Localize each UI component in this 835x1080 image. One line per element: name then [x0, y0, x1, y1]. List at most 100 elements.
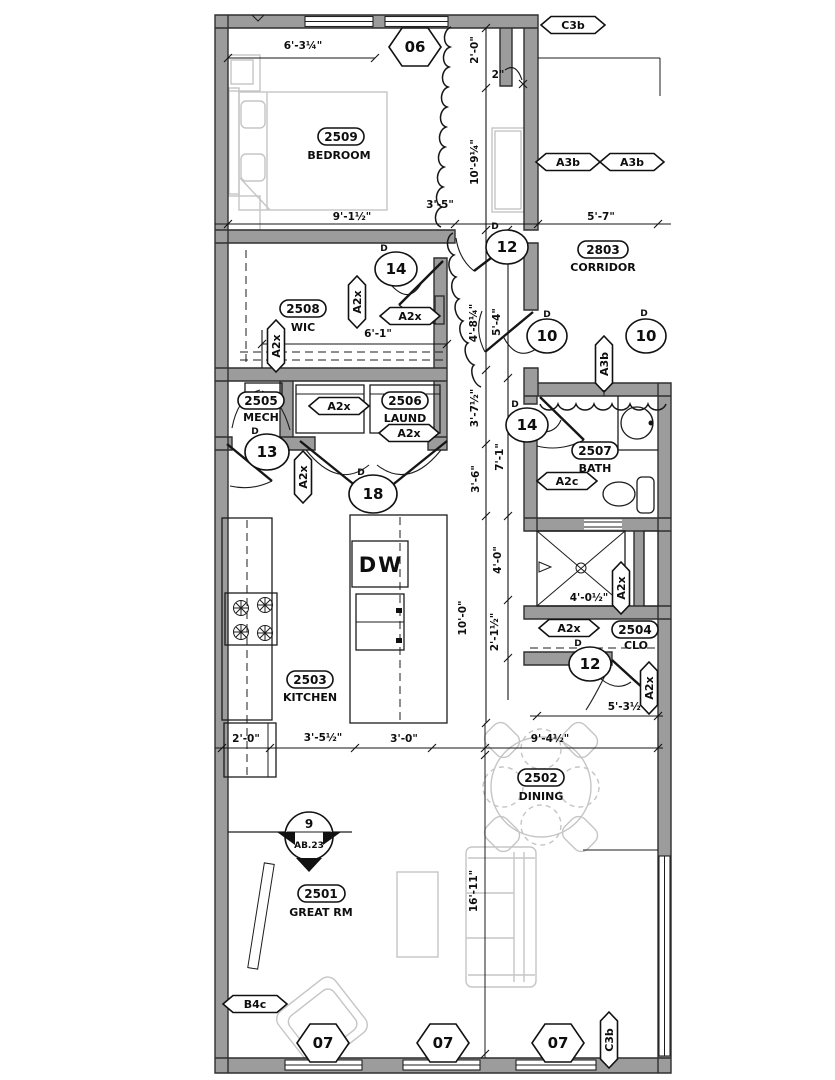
pillow	[240, 153, 266, 182]
room-name-kitchen: KITCHEN	[283, 691, 337, 704]
window-tag-07: 07	[433, 1034, 454, 1052]
room-name-bedroom: BEDROOM	[307, 149, 370, 162]
door-tag-prefix: D	[574, 639, 581, 649]
room-number-laundry: 2506	[388, 394, 421, 408]
door-tag-prefix: D	[511, 400, 518, 410]
door-leaf-10	[484, 311, 534, 353]
refrigerator	[223, 722, 277, 778]
room-number-dining: 2502	[524, 771, 557, 785]
dim-great-room-length: 16'-11"	[468, 870, 480, 912]
wall-tag-a2x: A2x	[398, 310, 421, 323]
shower-head	[538, 561, 553, 573]
door-leaf-14-wic	[398, 260, 444, 306]
dim-wall-offset: 2"	[492, 69, 505, 81]
tv	[247, 862, 275, 970]
room-number-great-room: 2501	[304, 887, 337, 901]
break-lines	[434, 26, 667, 411]
linen-niche	[643, 530, 659, 607]
door-jamb	[434, 295, 445, 325]
dim-corridor-width: 5'-7"	[587, 211, 615, 223]
reference-lines	[484, 57, 661, 1058]
dim-hall-3: 3'-7½"	[469, 389, 481, 428]
walls	[214, 14, 672, 1074]
room-number-bedroom: 2509	[324, 130, 357, 144]
wall-tag-a2x: A2x	[615, 576, 628, 599]
room-name-mech: MECH	[243, 411, 279, 424]
door-tag-13-mech: 13	[257, 443, 278, 461]
dim-shower: 4'-0½"	[570, 592, 609, 604]
room-name-laundry: LAUND	[384, 412, 426, 425]
wall-tag-a2c: A2c	[556, 475, 579, 488]
wall-tag-a3b: A3b	[598, 352, 611, 376]
wall-tag-c3b: C3b	[603, 1028, 616, 1052]
room-number-closet: 2504	[618, 623, 651, 637]
wall-tag-a2x: A2x	[643, 676, 656, 699]
dim-bedroom-length: 10'-9¼"	[469, 139, 481, 185]
dresser	[491, 127, 525, 213]
wic-interior	[240, 250, 447, 366]
door-tag-18-laundry: 18	[363, 485, 384, 503]
door-tags: 12 D 14 D 10 D 10 D 14 D 13 D 18 D 12 D	[244, 222, 667, 682]
stove	[224, 592, 278, 646]
room-name-great-room: GREAT RM	[289, 906, 352, 919]
pillow	[240, 100, 266, 129]
dim-kitchen-2: 3'-5½"	[304, 732, 343, 744]
room-name-corridor: CORRIDOR	[570, 261, 636, 274]
window-tag-07: 07	[313, 1034, 334, 1052]
room-number-bath: 2507	[578, 444, 611, 458]
dishwasher	[351, 540, 409, 588]
bed	[238, 91, 388, 211]
dim-hall-8: 2'-1½"	[489, 613, 501, 652]
section-sheet: AB.23	[294, 841, 324, 851]
stove-burners	[233, 597, 273, 641]
wall-tag-a2x: A2x	[270, 334, 283, 357]
dim-kitchen-1: 2'-0"	[232, 733, 260, 745]
dim-wic-width: 6'-1"	[364, 328, 392, 340]
window-tag-07: 07	[548, 1034, 569, 1052]
door-tag-prefix: D	[543, 310, 550, 320]
door-leaf-18b	[384, 440, 448, 492]
faucet	[648, 420, 654, 426]
door-tag-prefix: D	[380, 244, 387, 254]
kitchen-island	[349, 514, 448, 724]
door-tag-10-right: 10	[636, 327, 657, 345]
wall-tag-a2x: A2x	[297, 465, 310, 488]
dining-chair	[483, 815, 521, 853]
door-leaf-18a	[299, 440, 363, 492]
wall-tag-a3b: A3b	[620, 156, 644, 169]
room-number-wic: 2508	[286, 302, 319, 316]
window-tag-06: 06	[405, 38, 426, 56]
door-leaf-14-bath	[539, 396, 585, 441]
toilet-tank	[636, 476, 655, 514]
door-tag-prefix: D	[357, 468, 364, 478]
sofa	[465, 846, 537, 988]
wall-tag-a2x: A2x	[351, 290, 364, 313]
door-tag-10-left: 10	[537, 327, 558, 345]
dim-dining-width: 9'-4½"	[531, 733, 570, 745]
room-number-corridor: 2803	[586, 243, 619, 257]
wall-tag-a3b: A3b	[556, 156, 580, 169]
dimensions: 6'-3¼" 2'-0" 2" 10'-9¼" 3'-5" 9'-1½" 5'-…	[215, 23, 671, 1059]
room-name-dining: DINING	[519, 790, 564, 803]
dining-furniture	[482, 721, 600, 853]
dim-hall-1: 4'-8¼"	[468, 304, 480, 343]
dim-hall-7: 10'-0"	[457, 601, 469, 636]
door-tag-prefix: D	[640, 309, 647, 319]
bedroom-furniture	[225, 54, 525, 231]
wall-type-tags: C3b A3b A3b A3b A2x A2x A2x A2x A2x A2x …	[221, 15, 666, 1070]
dim-hall-2: 5'-4"	[491, 308, 503, 336]
dining-chair	[561, 721, 599, 759]
dim-opening: 3'-5"	[426, 199, 454, 211]
leader-2in	[504, 67, 528, 89]
windows	[284, 15, 671, 1071]
door-tag-prefix: D	[251, 427, 258, 437]
dim-hall-4: 7'-1"	[494, 443, 506, 471]
wall-tag-a2x: A2x	[327, 400, 350, 413]
dishwasher-label: DW	[359, 553, 404, 577]
dining-table	[490, 736, 592, 838]
dim-hall-6: 4'-0"	[492, 546, 504, 574]
dim-closet-width: 5'-3½"	[608, 701, 647, 713]
great-room-furniture	[247, 846, 537, 1068]
